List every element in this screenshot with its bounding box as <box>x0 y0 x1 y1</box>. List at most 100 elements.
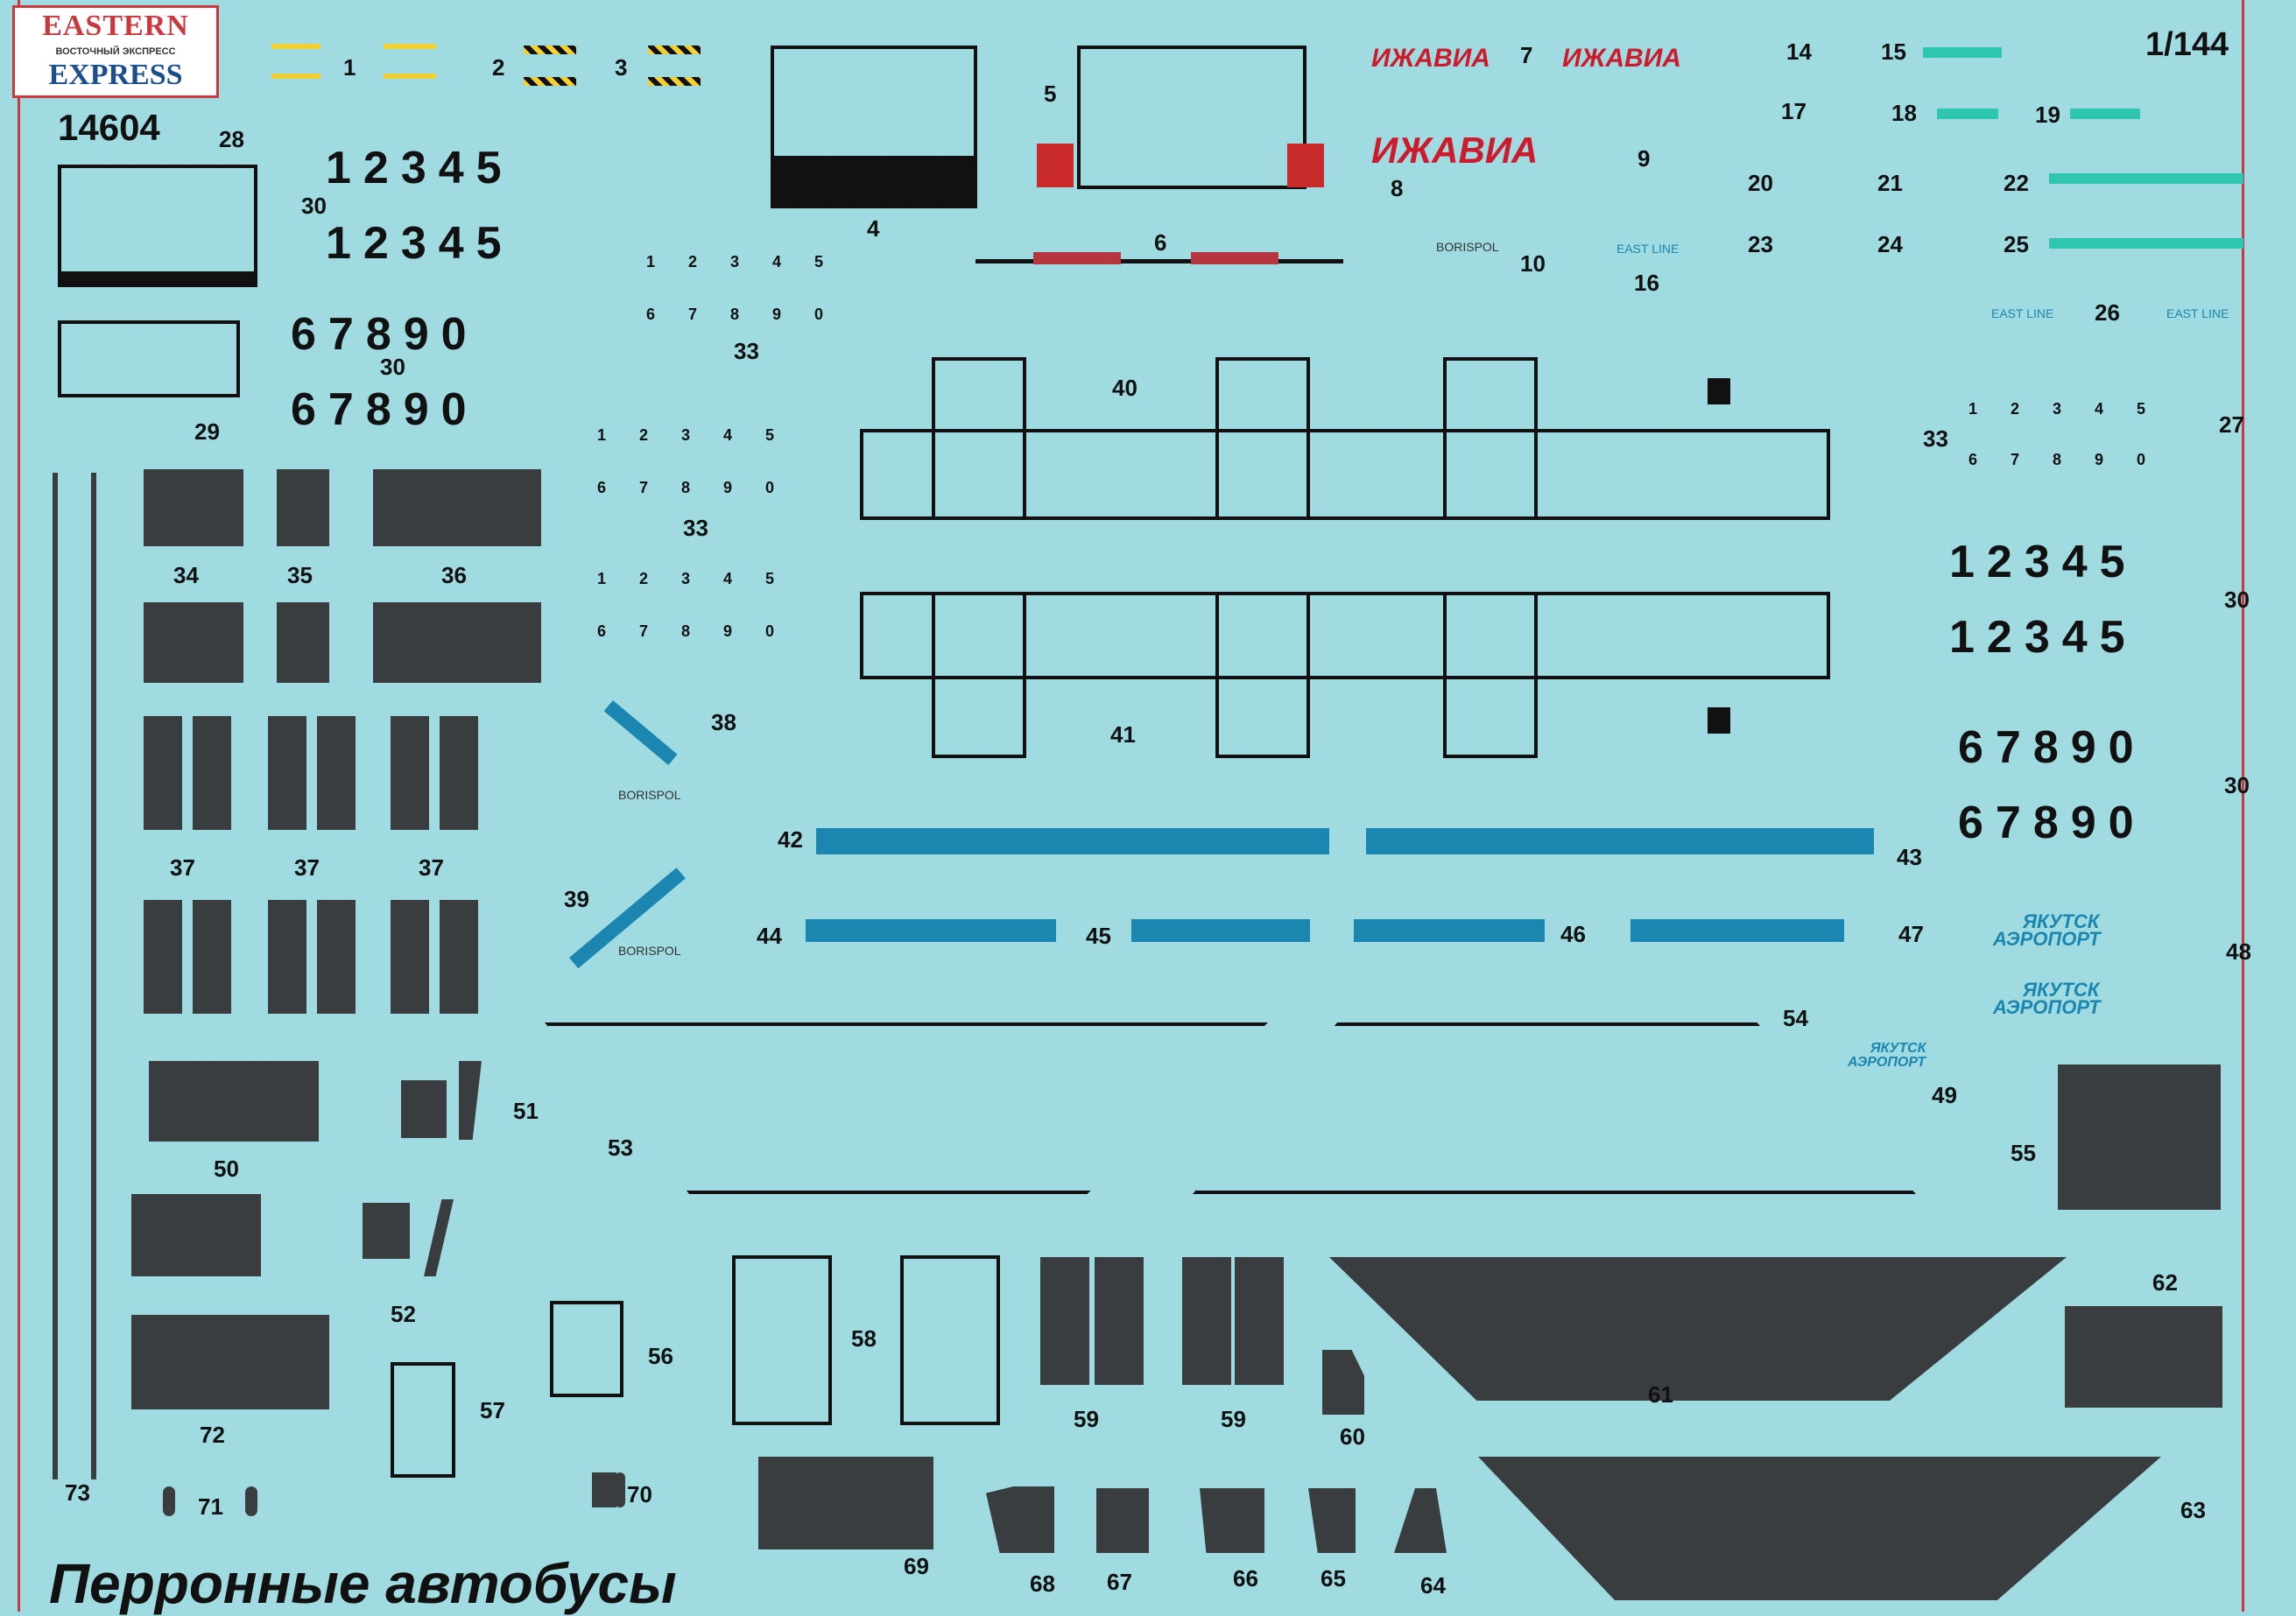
decal-37 <box>268 716 306 830</box>
decal-69 <box>758 1457 933 1549</box>
decal-50b <box>131 1194 261 1276</box>
label-37: 37 <box>294 854 320 881</box>
yakutsk-text-49: ЯКУТСК <box>1870 1041 1926 1056</box>
decal-66 <box>1200 1488 1264 1553</box>
decal-67 <box>1096 1488 1149 1553</box>
label-23: 23 <box>1748 231 1773 257</box>
label-57: 57 <box>480 1397 505 1423</box>
decal-62 <box>2065 1306 2222 1408</box>
red-border-right <box>2242 0 2244 1612</box>
decal-70 <box>592 1472 616 1507</box>
decal-6-lights-b <box>1191 252 1278 264</box>
digits-30c: 67890 <box>291 309 479 360</box>
label-67: 67 <box>1107 1569 1132 1595</box>
label-61: 61 <box>1648 1381 1673 1408</box>
decal-28 <box>58 165 257 287</box>
stripe-42 <box>816 828 1329 854</box>
decal-3b <box>648 77 701 86</box>
stripe-44 <box>806 919 1056 942</box>
decal-56 <box>550 1301 623 1397</box>
label-25: 25 <box>2004 231 2029 257</box>
label-34: 34 <box>173 562 199 588</box>
decal-36b <box>373 602 541 683</box>
label-30: 30 <box>380 354 405 380</box>
label-33: 33 <box>683 515 708 541</box>
label-22: 22 <box>2004 170 2029 196</box>
decal-35 <box>277 469 329 546</box>
decal-2a <box>524 46 576 54</box>
label-8: 8 <box>1391 175 1404 201</box>
label-35: 35 <box>287 562 313 588</box>
label-36: 36 <box>441 562 467 588</box>
label-71: 71 <box>198 1493 223 1520</box>
label-54: 54 <box>1783 1005 1808 1031</box>
eastline-text-26b: EAST LINE <box>2166 306 2229 320</box>
label-37: 37 <box>419 854 444 881</box>
decal-54 <box>1193 1022 1916 1194</box>
decal-64 <box>1394 1488 1447 1553</box>
decal-5 <box>1077 46 1306 189</box>
label-53: 53 <box>608 1135 633 1161</box>
decal-59 <box>1095 1257 1144 1385</box>
digits-33c: 12345 <box>597 426 808 444</box>
label-30: 30 <box>2224 587 2250 613</box>
decal-1d <box>384 74 436 79</box>
label-33: 33 <box>734 338 759 364</box>
label-42: 42 <box>778 826 803 853</box>
airport-text-48a: АЭРОПОРТ <box>1993 928 2101 950</box>
label-41: 41 <box>1110 721 1136 748</box>
label-27: 27 <box>2219 411 2244 438</box>
label-26: 26 <box>2095 299 2120 326</box>
label-50: 50 <box>214 1156 239 1182</box>
decal-37 <box>317 716 356 830</box>
label-49: 49 <box>1932 1082 1957 1108</box>
label-59: 59 <box>1074 1406 1099 1432</box>
label-7: 7 <box>1520 42 1533 68</box>
label-64: 64 <box>1420 1572 1446 1598</box>
label-51: 51 <box>513 1098 539 1124</box>
decal-72 <box>131 1315 329 1409</box>
label-16: 16 <box>1634 270 1659 296</box>
decal-37 <box>391 900 429 1014</box>
label-15: 15 <box>1881 39 1906 65</box>
label-3: 3 <box>615 54 628 81</box>
label-70: 70 <box>627 1481 652 1507</box>
decal-1a <box>271 44 320 49</box>
bus-side-41-door <box>1443 592 1538 758</box>
decal-53 <box>545 1022 1268 1194</box>
decal-37 <box>144 716 182 830</box>
red-border-left <box>18 0 20 1612</box>
label-18: 18 <box>1891 100 1917 126</box>
borispol-text-39: BORISPOL <box>618 944 681 958</box>
airport-text-48b: АЭРОПОРТ <box>1993 996 2101 1018</box>
teal-stripe-15 <box>1923 47 2002 58</box>
decal-37 <box>391 716 429 830</box>
decal-70b <box>615 1472 625 1507</box>
teal-stripe-18 <box>1937 109 1998 119</box>
label-52: 52 <box>391 1301 416 1327</box>
decal-68 <box>986 1486 1054 1553</box>
label-59: 59 <box>1221 1406 1246 1432</box>
label-10: 10 <box>1520 250 1546 277</box>
label-58: 58 <box>851 1325 877 1352</box>
label-33: 33 <box>1923 425 1948 452</box>
label-4: 4 <box>867 215 880 242</box>
digits-30g: 67890 <box>1958 722 2146 773</box>
label-37: 37 <box>170 854 195 881</box>
decal-37 <box>193 716 231 830</box>
stripe-45 <box>1131 919 1310 942</box>
label-17: 17 <box>1781 98 1807 124</box>
label-68: 68 <box>1030 1570 1055 1597</box>
decal-37 <box>193 900 231 1014</box>
label-66: 66 <box>1233 1565 1258 1591</box>
decal-37 <box>144 900 182 1014</box>
stripe-46 <box>1354 919 1545 942</box>
izhavia-logo-8: ИЖАВИА <box>1371 130 1539 171</box>
decal-37 <box>440 716 478 830</box>
decal-5-taillight-right <box>1287 144 1324 187</box>
label-24: 24 <box>1877 231 1903 257</box>
label-62: 62 <box>2152 1269 2178 1296</box>
decal-29 <box>58 320 240 397</box>
decal-51b <box>459 1061 482 1140</box>
decal-37 <box>317 900 356 1014</box>
